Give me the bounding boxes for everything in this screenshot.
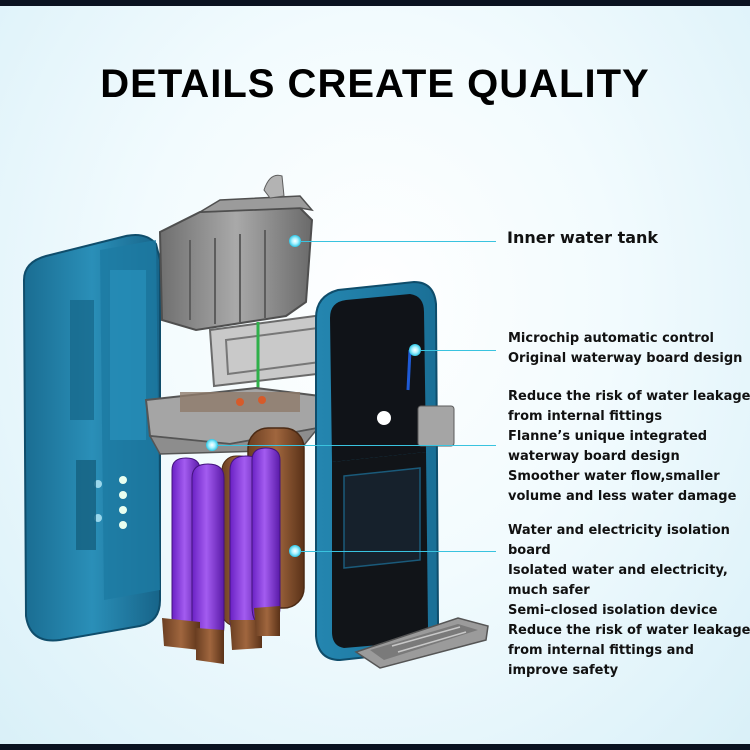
callout-line-text: Microchip automatic control (508, 331, 714, 346)
callout-inner-water-tank: Inner water tank (507, 228, 658, 248)
rear-housing (22, 234, 161, 642)
callout-isolation-board: Water and electricity isolation board Is… (508, 521, 750, 681)
callout-line-text: volume and less water damage (508, 489, 737, 504)
callout-line-text: from internal fittings and (508, 643, 694, 658)
callout-line-microchip (420, 350, 496, 351)
callout-line-tank (300, 241, 496, 242)
callout-line-text: Reduce the risk of water leakage (508, 623, 750, 638)
callout-line-text: Water and electricity isolation (508, 523, 730, 538)
callout-dot-tank (289, 235, 301, 247)
filter-cartridges-front (162, 447, 281, 664)
callout-line-text: Semi–closed isolation device (508, 603, 718, 618)
callout-dot-microchip (409, 344, 421, 356)
drip-tray (354, 617, 489, 669)
callout-line-text: waterway board design (508, 449, 680, 464)
callout-line-text: Inner water tank (507, 228, 659, 247)
rear-indicator-lights (94, 476, 127, 529)
callout-line-text: board (508, 543, 551, 558)
callout-dot-isolation (289, 545, 301, 557)
callout-line-text: Smoother water flow,smaller (508, 469, 720, 484)
callout-line-text: Reduce the risk of water leakage (508, 389, 750, 404)
callout-line-text: Original waterway board design (508, 351, 743, 366)
callout-line-text: improve safety (508, 663, 619, 678)
callout-dot-waterway (206, 439, 218, 451)
callout-line-text: much safer (508, 583, 590, 598)
callout-line-text: Flanne’s unique integrated (508, 429, 708, 444)
callout-waterway-board: Reduce the risk of water leakage from in… (508, 387, 750, 507)
front-panel (315, 280, 455, 662)
callout-line-isolation (300, 551, 496, 552)
inner-water-tank (158, 174, 314, 332)
page-title: DETAILS CREATE QUALITY (100, 62, 650, 106)
callout-line-text: Isolated water and electricity, (508, 563, 728, 578)
callout-line-text: from internal fittings (508, 409, 663, 424)
callout-line-waterway (217, 445, 496, 446)
callout-microchip-control: Microchip automatic control Original wat… (508, 329, 742, 369)
